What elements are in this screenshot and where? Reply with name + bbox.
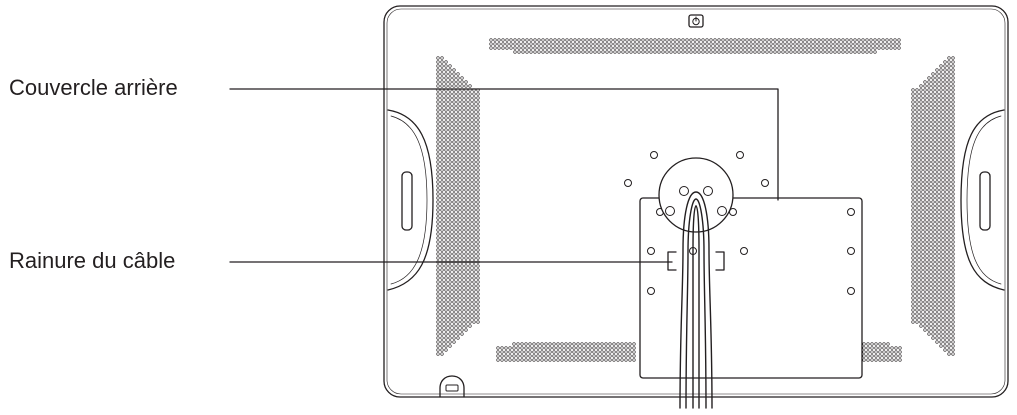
vent-grilles — [436, 38, 955, 362]
tablet-inner-outline — [386, 8, 1006, 395]
power-icon — [688, 14, 704, 28]
security-lock-slot-icon — [439, 375, 465, 398]
vent-bottom-right — [862, 342, 902, 362]
mount-holes — [624, 151, 769, 216]
right-grip — [960, 109, 1005, 291]
vent-left — [436, 56, 480, 356]
leader-back-cover — [229, 88, 779, 201]
stand-hub — [658, 157, 734, 233]
callout-cable-groove: Rainure du câble — [9, 248, 176, 273]
cables — [679, 191, 713, 409]
right-handle-slot — [979, 171, 991, 231]
left-grip — [387, 109, 434, 291]
back-cover-plate — [624, 151, 863, 379]
vent-bottom-left — [496, 342, 636, 362]
tablet-body — [383, 5, 1009, 398]
vent-right — [911, 56, 955, 356]
callout-back-cover: Couvercle arrière — [9, 75, 178, 100]
vent-top — [489, 38, 901, 54]
tablet-outline — [383, 5, 1009, 398]
left-handle-slot — [401, 171, 413, 231]
cable-groove — [667, 251, 725, 271]
